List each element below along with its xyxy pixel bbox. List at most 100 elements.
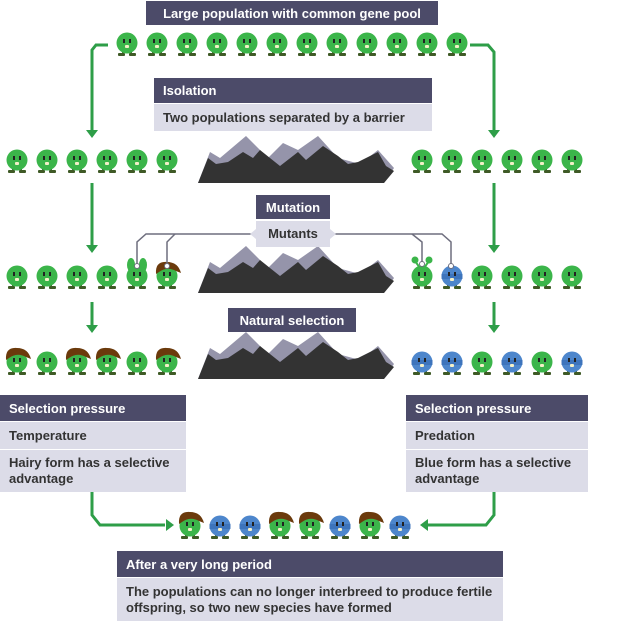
creature-blue	[501, 351, 523, 375]
creature-hairy	[5, 347, 32, 375]
creature-green	[36, 351, 58, 375]
creature-green	[236, 32, 258, 56]
mountain-barrier-icon	[198, 332, 394, 379]
creature-green	[356, 32, 378, 56]
creature-green	[36, 149, 58, 173]
isolation-text-content: Two populations separated by a barrier	[163, 109, 405, 125]
right-pressure-result: Blue form has a selective advantage	[406, 450, 588, 492]
right-pressure-heading: Selection pressure	[406, 395, 588, 421]
mutant-connector-lines	[134, 229, 454, 269]
creature-hairy	[95, 347, 121, 375]
right-selection-pressure-box: Selection pressure Predation Blue form h…	[406, 395, 588, 492]
creature-green	[66, 149, 88, 173]
creature-green	[6, 265, 28, 289]
creature-antenna	[411, 256, 433, 289]
creature-blue	[441, 351, 463, 375]
creature-blue	[441, 265, 463, 289]
right-pressure-factor: Predation	[406, 422, 588, 449]
final-text-content: The populations can no longer interbreed…	[126, 583, 493, 615]
creature-green	[66, 265, 88, 289]
isolation-box: Isolation Two populations separated by a…	[154, 78, 432, 131]
left-pressure-factor: Temperature	[0, 422, 186, 449]
creature-green	[501, 149, 523, 173]
creature-green	[146, 32, 168, 56]
creature-green	[471, 149, 493, 173]
hair-icon	[155, 347, 181, 360]
creature-green	[386, 32, 408, 56]
creature-green	[296, 32, 318, 56]
mutant-line-right-2	[334, 233, 452, 264]
creature-green	[441, 149, 463, 173]
left-pressure-result: Hairy form has a selective advantage	[0, 450, 186, 492]
final-heading: After a very long period	[117, 551, 503, 577]
creature-green	[446, 32, 468, 56]
title-text: Large population with common gene pool	[163, 5, 421, 21]
antenna-icon	[411, 256, 419, 264]
mountain-barrier-icon	[198, 246, 394, 293]
arrow-down-icon	[488, 130, 500, 138]
creature-hairy	[268, 511, 294, 539]
creature-green	[156, 149, 178, 173]
mutation-heading-text: Mutation	[265, 199, 321, 215]
creature-green	[326, 32, 348, 56]
creature-green	[206, 32, 228, 56]
pointer-icon	[250, 229, 256, 239]
creature-green	[411, 149, 433, 173]
creature-green	[416, 32, 438, 56]
creature-blue	[389, 515, 411, 539]
hair-icon	[178, 511, 204, 524]
connector-dot-icon	[134, 263, 140, 269]
mountain-barriers	[198, 136, 394, 379]
natural-selection-text: Natural selection	[239, 312, 345, 328]
creature-green	[266, 32, 288, 56]
arrow-top-left-line	[90, 43, 108, 130]
right-pressure-result-text: Blue form has a selective advantage	[415, 455, 572, 486]
creature-green	[96, 265, 118, 289]
arrow-right-final-line	[428, 490, 496, 527]
creature-green	[6, 149, 28, 173]
isolation-text: Two populations separated by a barrier	[154, 104, 432, 131]
arrow-top-right-line	[470, 43, 496, 130]
creature-blue	[561, 351, 583, 375]
isolation-heading-text: Isolation	[163, 83, 217, 98]
arrow-down-icon	[86, 245, 98, 253]
final-outcome-box: After a very long period The populations…	[117, 551, 503, 621]
mutation-heading: Mutation	[256, 195, 330, 219]
creature-green	[471, 265, 493, 289]
isolation-heading: Isolation	[154, 78, 432, 103]
creature-green	[531, 351, 553, 375]
creature-green	[561, 149, 583, 173]
creature-green	[116, 32, 138, 56]
creature-populations	[5, 32, 583, 539]
creature-blue	[329, 515, 351, 539]
creature-hairy	[155, 347, 181, 375]
arrow-down-icon	[86, 325, 98, 333]
left-pressure-result-text: Hairy form has a selective advantage	[9, 455, 170, 486]
arrow-right-icon	[166, 519, 174, 531]
arrow-down-icon	[488, 325, 500, 333]
creature-green	[176, 32, 198, 56]
creature-hairy	[298, 511, 324, 539]
arrow-left-final-line	[90, 490, 165, 527]
creature-blue	[209, 515, 231, 539]
creature-blue	[411, 351, 433, 375]
mutants-label-text: Mutants	[268, 226, 318, 241]
arrow-down-icon	[488, 245, 500, 253]
creature-hairy	[65, 347, 91, 375]
creature-hairy	[178, 511, 204, 539]
hair-icon	[5, 347, 32, 360]
antenna-icon	[425, 256, 433, 264]
hair-icon	[268, 511, 294, 524]
creature-green	[531, 149, 553, 173]
arrow-down-icon	[86, 130, 98, 138]
mutant-line-right-1	[411, 233, 423, 262]
creature-green	[501, 265, 523, 289]
connector-dot-icon	[164, 263, 170, 269]
creature-green	[126, 351, 148, 375]
mountain-barrier-icon	[198, 136, 394, 183]
arrow-left-icon	[420, 519, 428, 531]
creature-green	[471, 351, 493, 375]
final-heading-text: After a very long period	[126, 556, 272, 572]
